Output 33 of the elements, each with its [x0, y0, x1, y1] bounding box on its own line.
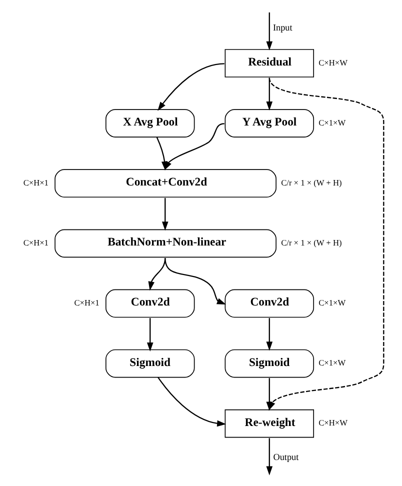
node-label: C×H×W — [318, 58, 348, 68]
arrow — [146, 318, 154, 352]
node-label: C×1×W — [318, 358, 346, 368]
node-label: C×1×W — [318, 298, 346, 308]
edge-label: Output — [273, 452, 299, 462]
node-box: X Avg Pool — [106, 109, 195, 138]
edge-label: Input — [272, 22, 292, 33]
node-label: C×H×W — [318, 418, 348, 428]
node-label: C/r × 1 × (W + H) — [281, 178, 342, 188]
node-box: Y Avg Pool — [224, 109, 314, 138]
arrow — [164, 258, 226, 305]
node-label: C×H×1 — [23, 178, 48, 188]
arrow — [162, 198, 168, 231]
node-box: Re-weight — [224, 409, 314, 438]
node-box: Conv2d — [106, 289, 195, 318]
arrow — [158, 63, 224, 111]
node-box: BatchNorm+Non-linear — [54, 229, 276, 258]
node-label: C×1×W — [318, 118, 346, 128]
arrow — [266, 78, 273, 110]
arrow — [164, 123, 224, 170]
arrow — [266, 12, 273, 50]
node-label: C×H×1 — [74, 298, 100, 308]
node-box: Concat+Conv2d — [54, 169, 276, 198]
node-box: Sigmoid — [224, 349, 314, 378]
node-label: C×H×1 — [23, 238, 48, 248]
arrow — [158, 377, 226, 427]
arrow — [266, 378, 273, 411]
node-box: Sigmoid — [106, 349, 195, 378]
node-box: Residual — [224, 49, 314, 78]
node-box: Conv2d — [224, 289, 314, 318]
node-label: C/r × 1 × (W + H) — [281, 238, 342, 248]
arrow — [266, 438, 273, 476]
arrow — [266, 318, 273, 351]
